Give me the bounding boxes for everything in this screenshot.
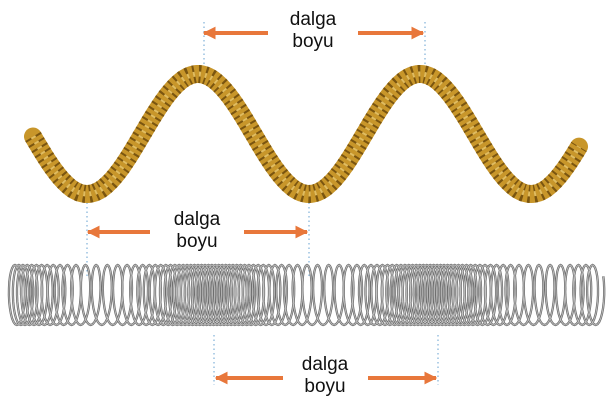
- label-bottom-line2: boyu: [304, 376, 345, 397]
- wavelength-arrows: [86, 26, 438, 385]
- label-bottom-line1: dalga: [302, 354, 349, 375]
- label-top-line2: boyu: [292, 31, 333, 52]
- label-middle-line2: boyu: [176, 231, 217, 252]
- label-top-line1: dalga: [290, 9, 337, 30]
- guide-lines: [86, 22, 439, 385]
- spring-wave: [7, 263, 606, 327]
- rope-wave: [24, 65, 588, 204]
- label-middle-line1: dalga: [174, 209, 221, 230]
- spring-coil-highlight: [8, 264, 605, 326]
- rope-base: [24, 65, 588, 204]
- wavelength-labels: dalga boyu dalga boyu dalga boyu: [174, 9, 349, 397]
